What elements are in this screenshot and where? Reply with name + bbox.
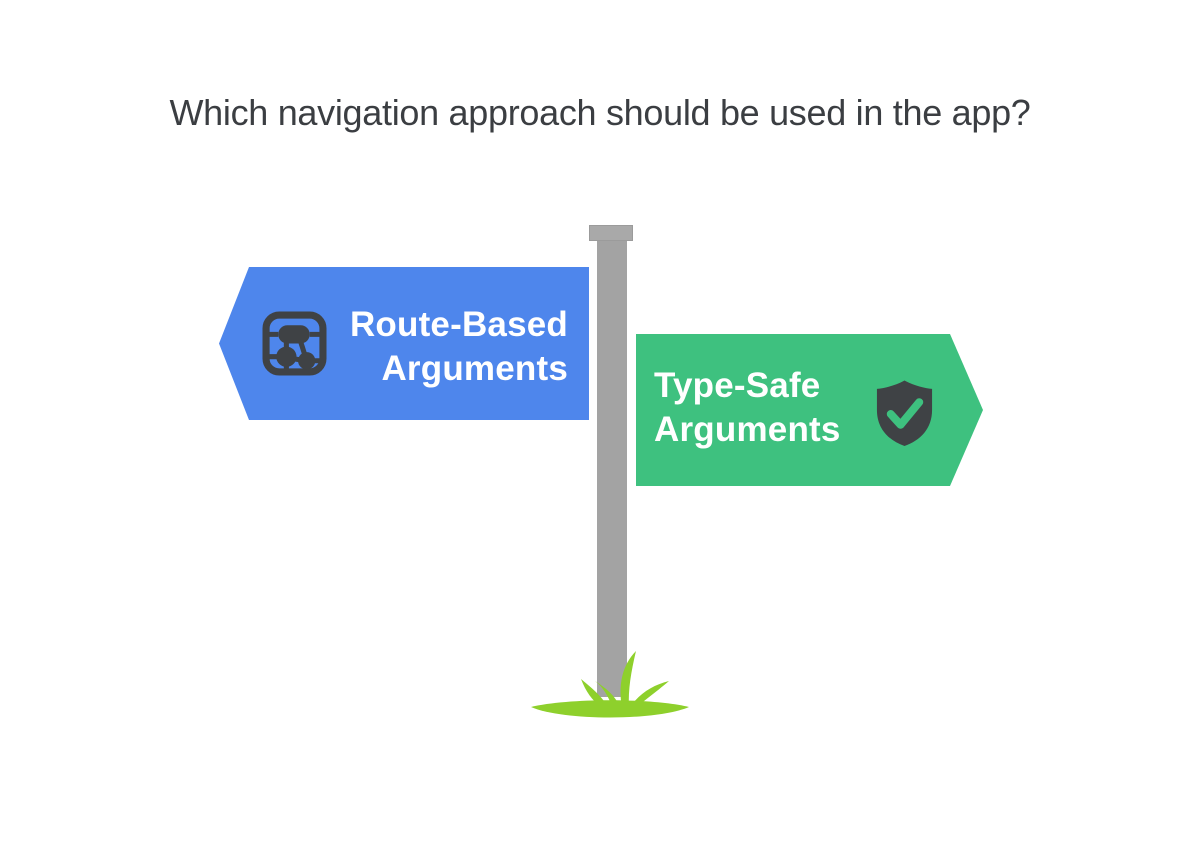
signpost-pole-cap xyxy=(589,225,633,241)
sign-label-type-safe: Type-Safe Arguments xyxy=(654,364,841,452)
sign-label-line2: Arguments xyxy=(654,410,841,449)
page-title: Which navigation approach should be used… xyxy=(169,92,1031,133)
signpost-pole xyxy=(597,241,627,697)
shield-check-icon xyxy=(876,380,933,446)
sign-label-line2: Arguments xyxy=(381,349,568,388)
navigation-graph-icon xyxy=(262,311,327,376)
sign-label-line1: Route-Based xyxy=(349,305,568,344)
sign-route-based-arguments: Route-Based Arguments xyxy=(219,267,589,420)
sign-label-line1: Type-Safe xyxy=(654,366,821,405)
sign-type-safe-arguments: Type-Safe Arguments xyxy=(636,334,983,486)
grass-mound xyxy=(531,700,689,718)
sign-label-route-based: Route-Based Arguments xyxy=(350,303,568,391)
